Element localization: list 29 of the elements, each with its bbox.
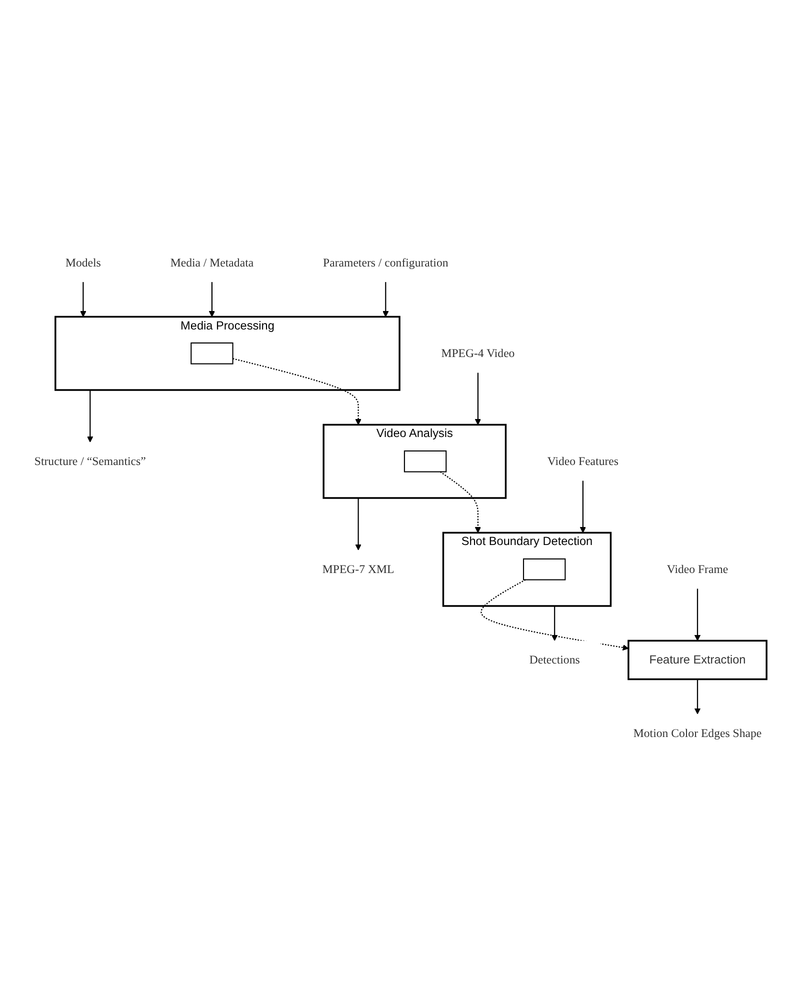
cluster: Media Processing	[54, 316, 400, 391]
node-text: Structure / “Semantics”	[34, 454, 146, 468]
arrow	[694, 679, 700, 714]
node-box	[190, 342, 233, 364]
node-text: Video Features	[546, 454, 618, 468]
node-box: Feature Extraction	[627, 640, 767, 680]
node-text: MPEG-7 XML	[322, 562, 394, 576]
node-text: MPEG-4 Video	[440, 346, 514, 360]
arrow	[694, 588, 700, 641]
arrow	[80, 282, 86, 318]
cluster: Shot Boundary Detection	[442, 532, 612, 607]
arrow	[480, 579, 628, 651]
arrow	[474, 372, 481, 426]
node-text: Parameters / configuration	[322, 256, 448, 270]
arrow	[354, 498, 361, 550]
arrow	[232, 358, 361, 426]
node-text: Media / Metadata	[170, 256, 254, 270]
node-box	[403, 450, 446, 472]
arrow	[208, 282, 215, 318]
arrow	[382, 282, 388, 318]
node-text: Video Frame	[666, 562, 728, 576]
arrow	[439, 471, 481, 533]
node-text: Motion Color Edges Shape	[632, 726, 762, 740]
arrow	[86, 390, 93, 442]
arrow	[551, 606, 558, 641]
node-text: Models	[64, 256, 100, 270]
node-box	[522, 558, 566, 580]
arrow	[579, 480, 586, 533]
cluster: Video Analysis	[322, 424, 506, 499]
